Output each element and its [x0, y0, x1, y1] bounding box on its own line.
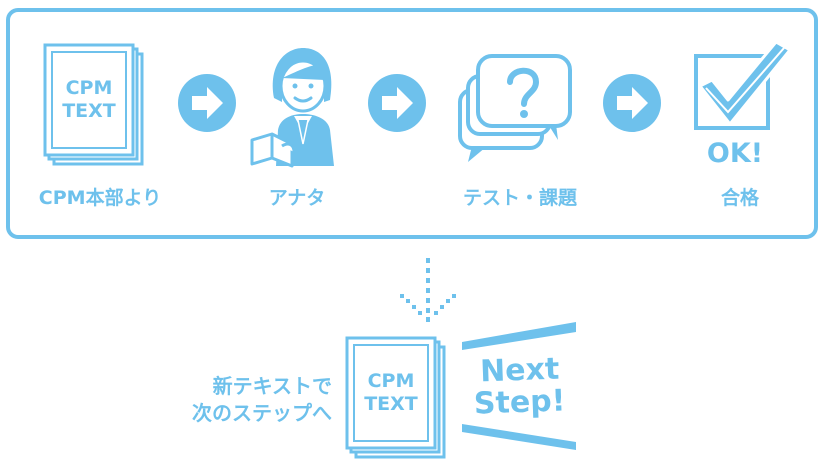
next-caption-line-2: 次のステップへ	[192, 401, 332, 425]
next-document-stack-icon: CPM TEXT	[345, 336, 450, 461]
next-doc-line-2: TEXT	[364, 393, 418, 415]
next-caption-line-1: 新テキストで	[212, 374, 332, 398]
arrow-circle-icon	[603, 74, 661, 132]
arrow-circle-icon	[368, 74, 426, 132]
person-reading-icon	[248, 44, 348, 168]
arrow-circle-icon	[178, 74, 236, 132]
speech-bubbles-question-icon	[456, 50, 574, 164]
step-label-cpm: CPM本部より	[38, 187, 162, 209]
dotted-down-arrow-icon	[398, 258, 458, 324]
next-step-banner: Next Step!	[460, 320, 580, 450]
next-doc-line-1: CPM	[368, 370, 415, 392]
checkbox-ok-icon: OK!	[690, 40, 800, 170]
doc-line-2: TEXT	[62, 100, 116, 122]
next-caption: 新テキストで 次のステップへ	[150, 373, 332, 427]
doc-line-1: CPM	[66, 77, 113, 99]
next-step-line-1: Next	[480, 352, 560, 390]
ok-text: OK!	[707, 138, 763, 169]
process-flow-frame	[6, 8, 818, 239]
step-label-pass: 合格	[720, 187, 759, 209]
step-label-you: アナタ	[268, 187, 326, 209]
step-label-test: テスト・課題	[462, 187, 577, 209]
next-step-line-2: Step!	[473, 383, 566, 421]
document-stack-icon: CPM TEXT	[43, 43, 148, 168]
